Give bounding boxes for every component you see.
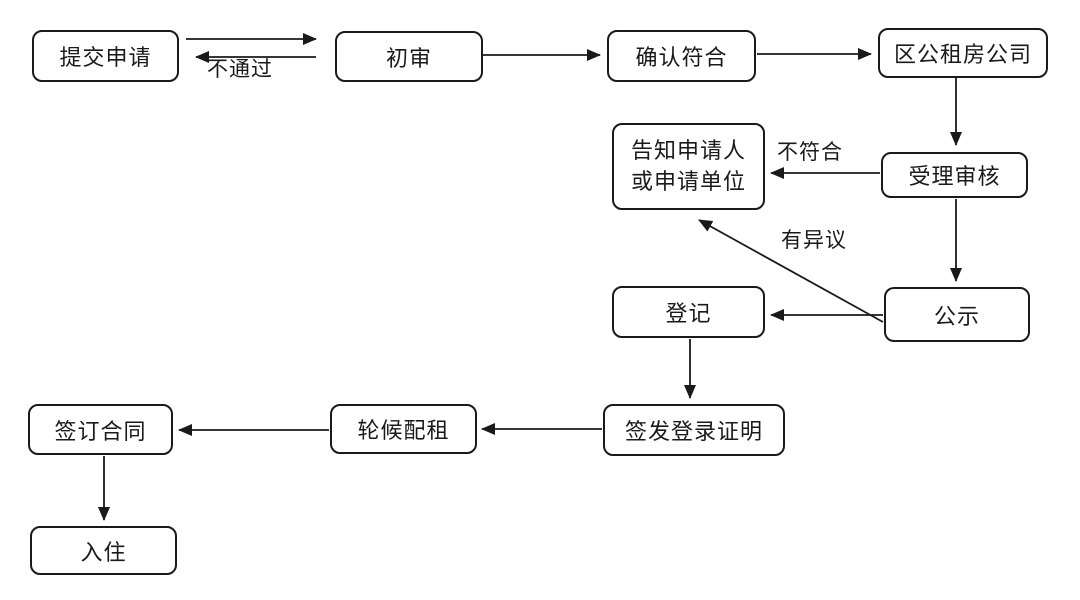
node-notify-applicant-label-line1: 告知申请人	[630, 138, 746, 164]
node-issue-certificate-label: 签发登录证明	[624, 419, 763, 444]
node-confirm-qualified-label: 确认符合	[635, 45, 728, 70]
node-register-label: 登记	[665, 301, 712, 326]
node-initial-review: 初审	[335, 31, 483, 82]
node-waitlist-allocation-label: 轮候配租	[357, 418, 450, 443]
node-notify-applicant-label-line2: 或申请单位	[630, 168, 746, 194]
node-publicity-label: 公示	[933, 303, 980, 329]
node-accept-review: 受理审核	[881, 152, 1028, 198]
edge-label-not-passed: 不通过	[207, 57, 273, 81]
node-district-company: 区公租房公司	[878, 28, 1048, 78]
node-notify-applicant: 告知申请人 或申请单位	[612, 123, 765, 210]
node-initial-review-label: 初审	[385, 45, 432, 71]
node-issue-certificate: 签发登录证明	[603, 404, 785, 456]
arrow-publicity-to-notify-objection	[698, 219, 884, 323]
node-publicity: 公示	[884, 287, 1030, 342]
node-submit-application-label: 提交申请	[59, 45, 152, 70]
node-sign-contract-label: 签订合同	[54, 418, 147, 444]
node-district-company-label: 区公租房公司	[893, 42, 1032, 67]
node-register: 登记	[612, 286, 765, 338]
edge-label-objection: 有异议	[781, 228, 847, 252]
node-waitlist-allocation: 轮候配租	[330, 404, 477, 454]
node-accept-review-label: 受理审核	[908, 164, 1001, 189]
node-move-in-label: 入住	[80, 539, 127, 565]
node-confirm-qualified: 确认符合	[607, 30, 756, 82]
node-sign-contract: 签订合同	[28, 404, 173, 455]
node-submit-application: 提交申请	[32, 30, 179, 82]
node-move-in: 入住	[30, 526, 177, 575]
edge-label-not-qualified: 不符合	[777, 140, 843, 164]
